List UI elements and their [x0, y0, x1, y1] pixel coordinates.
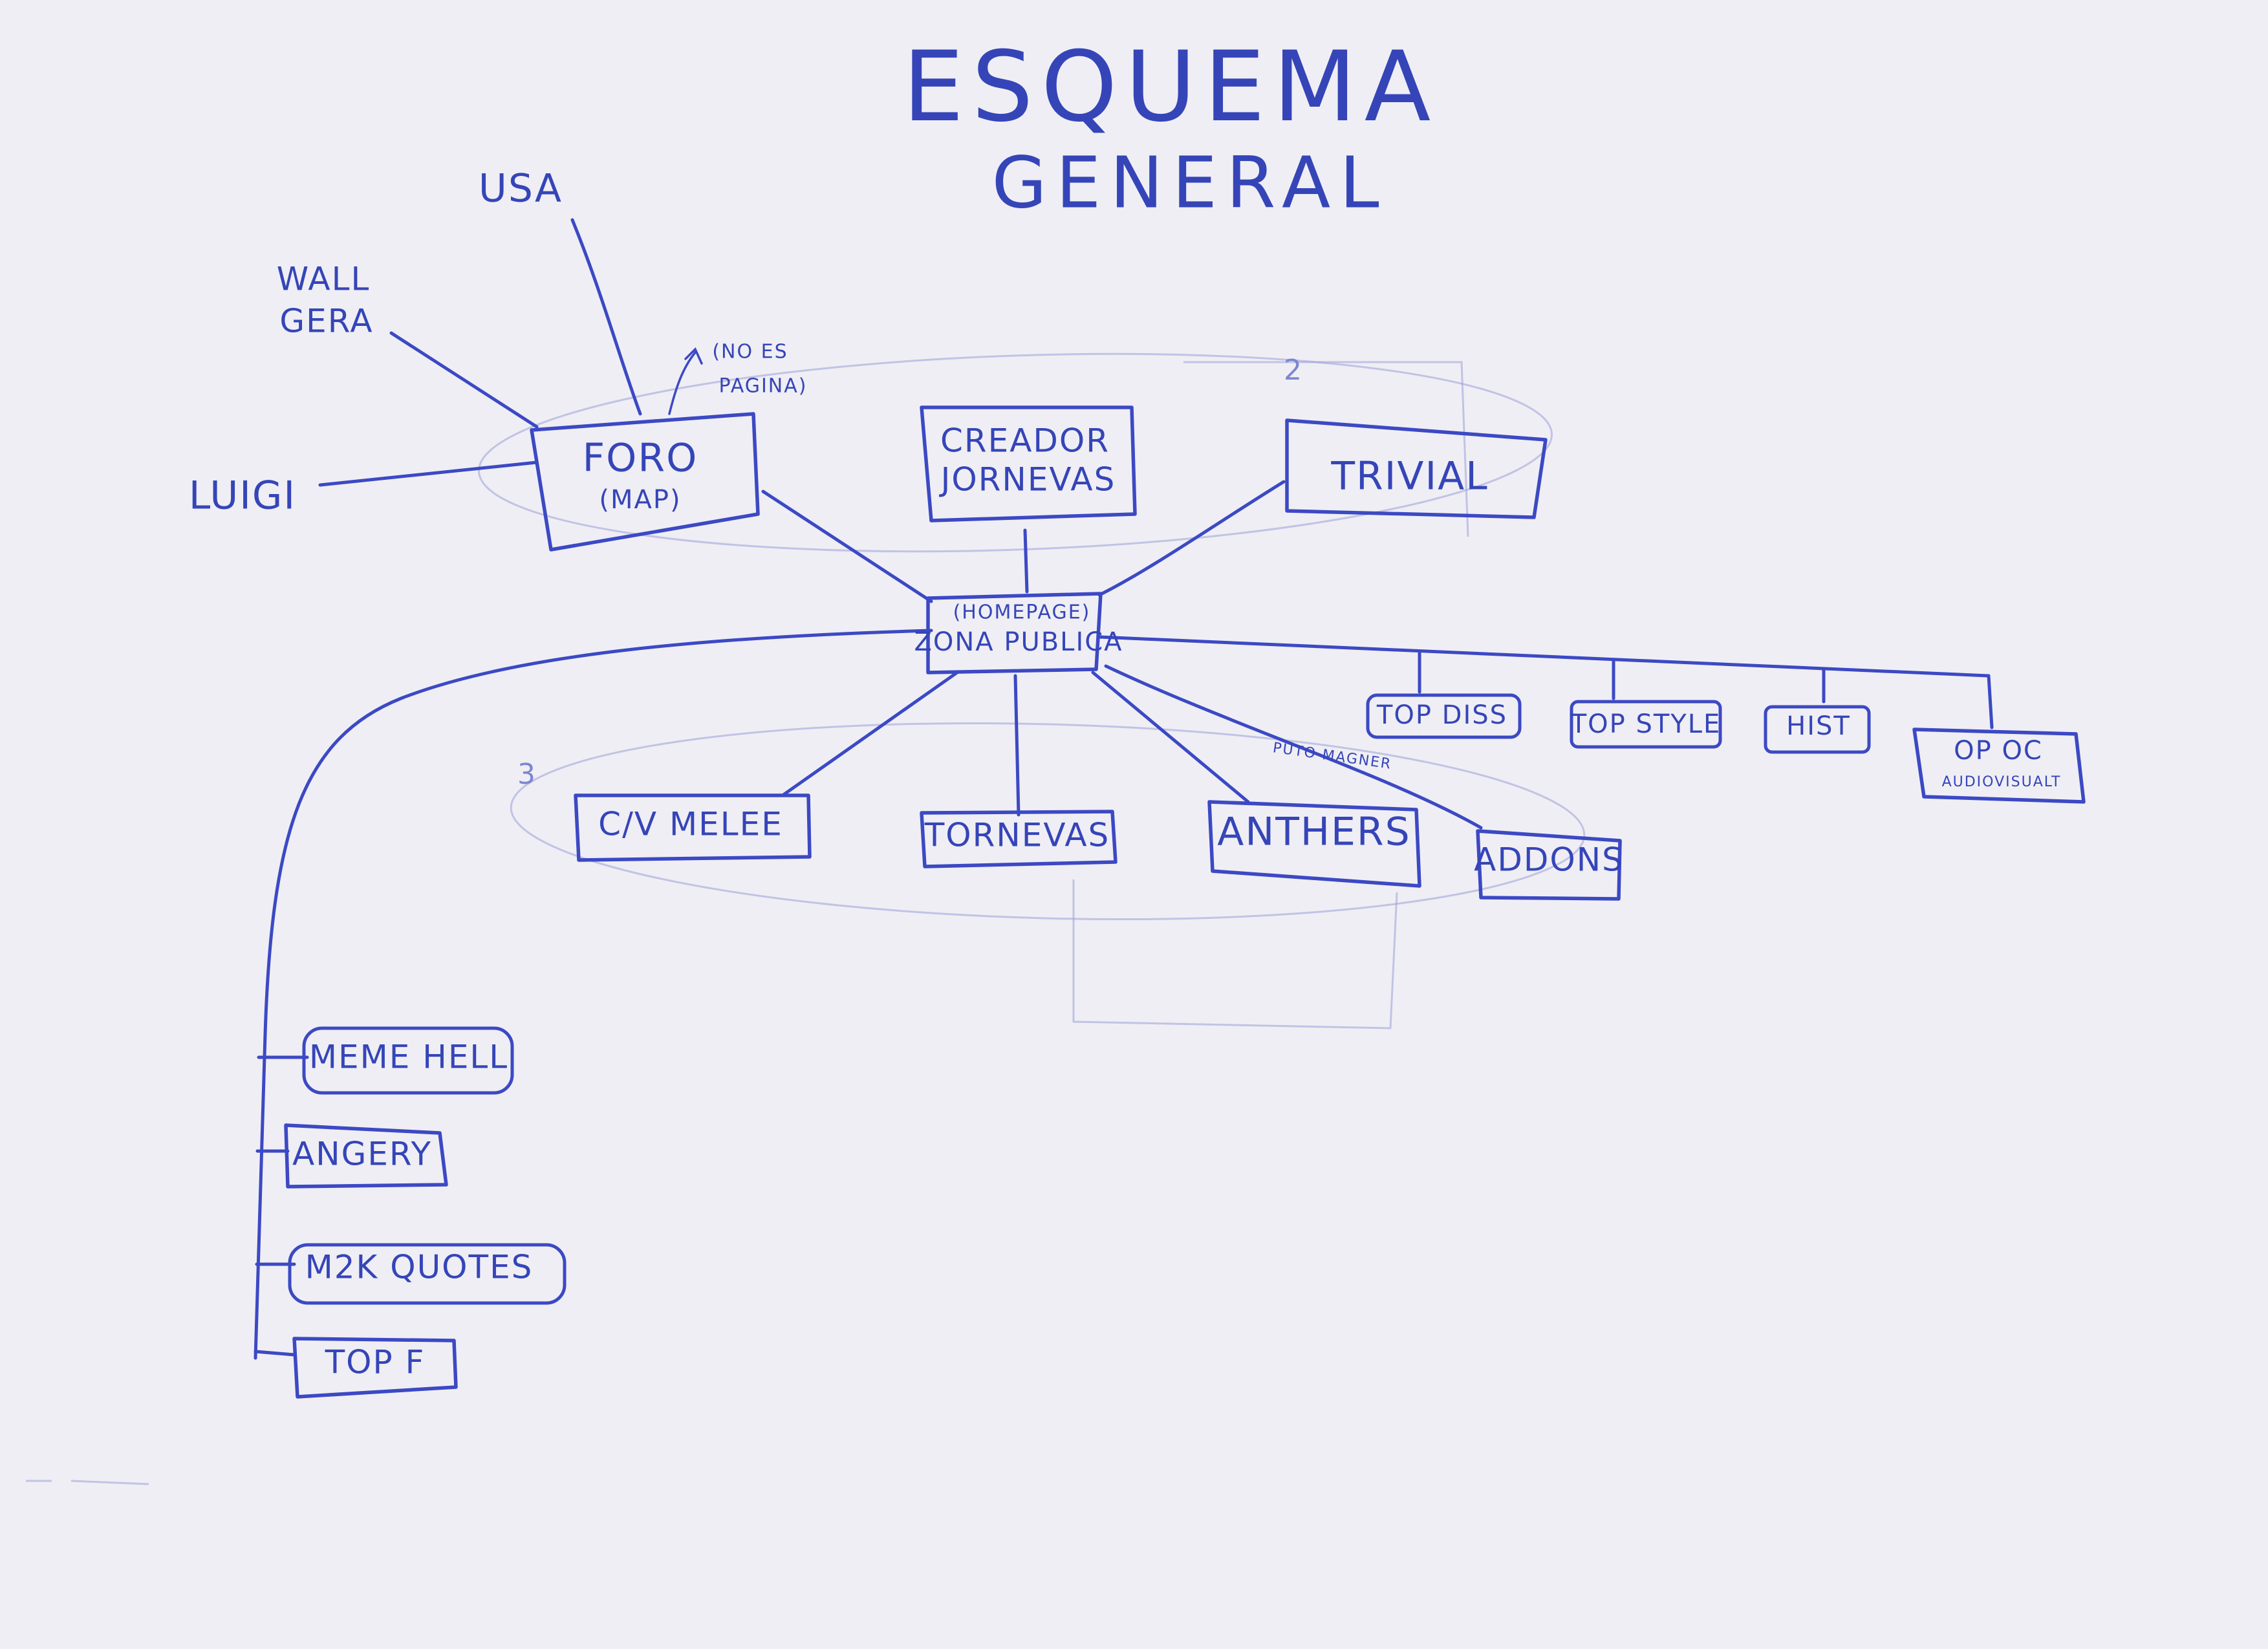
- note-no-es-2: PAGINA): [719, 375, 808, 398]
- meme-hell-box: [302, 1026, 514, 1095]
- node-luigi: LUIGI: [189, 473, 296, 519]
- node-creador-jornevas: CREADOR JORNEVAS: [920, 405, 1137, 523]
- angery-box: [284, 1123, 448, 1189]
- hist-label: HIST: [1786, 711, 1851, 741]
- line-foro-zona: [761, 490, 933, 603]
- homepage-label: (HOMEPAGE): [953, 601, 1091, 624]
- trivial-label: TRIVIAL: [1330, 454, 1488, 499]
- zona-publica-label: ZONA PUBLICA: [914, 627, 1123, 657]
- line-zona-left-trunk: [254, 629, 933, 1360]
- node-top-style: TOP STYLE: [1570, 700, 1722, 749]
- m2k-quotes-box: [288, 1243, 567, 1305]
- branch-top-f: [254, 1350, 296, 1357]
- stray-mark: [26, 1480, 149, 1485]
- op-oc-box: [1912, 727, 2086, 804]
- line-zona-addons: [1104, 664, 1483, 830]
- node-foro: FORO (MAP): [530, 412, 760, 552]
- audiovisual-label: AUDIOVISUALT: [1942, 774, 2062, 790]
- group-2-oval: [477, 352, 1553, 553]
- creador-label-1: CREADOR: [940, 422, 1110, 460]
- erased-sketch: [1072, 361, 1469, 1029]
- addons-label: ADDONS: [1474, 841, 1624, 879]
- node-civ-melee: C/V MELEE: [574, 793, 812, 862]
- node-zona-publica: (HOMEPAGE) ZONA PUBLICA: [914, 592, 1123, 674]
- node-angery: ANGERY: [284, 1123, 448, 1189]
- civ-melee-box: [574, 793, 812, 862]
- node-wall: WALL: [277, 261, 371, 298]
- note-no-es-1: (NO ES: [712, 341, 788, 363]
- m2k-quotes-label: M2K QUOTES: [305, 1249, 534, 1286]
- diagram-title: ESQUEMA: [903, 31, 1439, 144]
- drop-op-oc: [1987, 674, 1994, 729]
- note-puto-magner: PUTO MAGNER: [1272, 740, 1393, 773]
- top-diss-box: [1366, 693, 1522, 739]
- line-usa-foro: [570, 218, 642, 416]
- trivial-box: [1285, 418, 1548, 519]
- node-tornevas: TORNEVAS: [920, 810, 1118, 868]
- node-m2k-quotes: M2K QUOTES: [288, 1243, 567, 1305]
- group-number-2: 2: [1284, 354, 1303, 387]
- creador-box: [920, 405, 1137, 523]
- civ-melee-label: C/V MELEE: [598, 806, 783, 843]
- line-luigi-foro: [318, 460, 539, 487]
- group-3-oval: [510, 722, 1586, 921]
- top-style-label: TOP STYLE: [1570, 709, 1722, 739]
- tornevas-box: [920, 810, 1118, 868]
- foro-label: FORO: [583, 436, 698, 481]
- hist-box: [1764, 705, 1871, 754]
- node-top-diss: TOP DISS: [1366, 693, 1522, 739]
- foro-sublabel: (MAP): [599, 485, 681, 515]
- top-f-label: TOP F: [325, 1344, 426, 1381]
- line-trivial-zona: [1097, 480, 1286, 597]
- line-creador-zona: [1023, 528, 1029, 594]
- meme-hell-label: MEME HELL: [309, 1039, 508, 1076]
- line-zona-right-bus: [1097, 635, 1991, 678]
- node-addons: ADDONS: [1474, 829, 1624, 901]
- op-oc-label: OP OC: [1954, 736, 2043, 766]
- line-zona-anthers: [1091, 671, 1250, 804]
- arrow-foro-noes: [668, 347, 703, 415]
- top-diss-label: TOP DISS: [1376, 700, 1507, 730]
- line-zona-civ: [781, 671, 959, 797]
- pencil-groupings: [477, 352, 1586, 1029]
- node-usa: USA: [479, 166, 563, 211]
- node-trivial: TRIVIAL: [1285, 418, 1548, 519]
- angery-label: ANGERY: [292, 1136, 432, 1173]
- diagram-subtitle: GENERAL: [991, 141, 1388, 224]
- line-zona-tornevas: [1013, 674, 1021, 817]
- group-number-3: 3: [517, 758, 537, 791]
- anthers-box: [1207, 800, 1421, 888]
- tornevas-label: TORNEVAS: [924, 817, 1110, 854]
- node-hist: HIST: [1764, 705, 1871, 754]
- node-meme-hell: MEME HELL: [302, 1026, 514, 1095]
- line-wallgera-foro: [389, 331, 539, 429]
- foro-box: [530, 412, 760, 552]
- node-op-oc: OP OC AUDIOVISUALT: [1912, 727, 2086, 804]
- top-f-box: [292, 1337, 458, 1399]
- zona-box: [926, 592, 1103, 674]
- addons-box: [1476, 829, 1622, 901]
- node-gera: GERA: [279, 303, 373, 340]
- node-top-f: TOP F: [292, 1337, 458, 1399]
- creador-label-2: JORNEVAS: [939, 461, 1116, 499]
- top-style-box: [1570, 700, 1722, 749]
- anthers-label: ANTHERS: [1217, 810, 1410, 855]
- connectors: [254, 218, 1994, 1360]
- node-anthers: ANTHERS: [1207, 800, 1421, 888]
